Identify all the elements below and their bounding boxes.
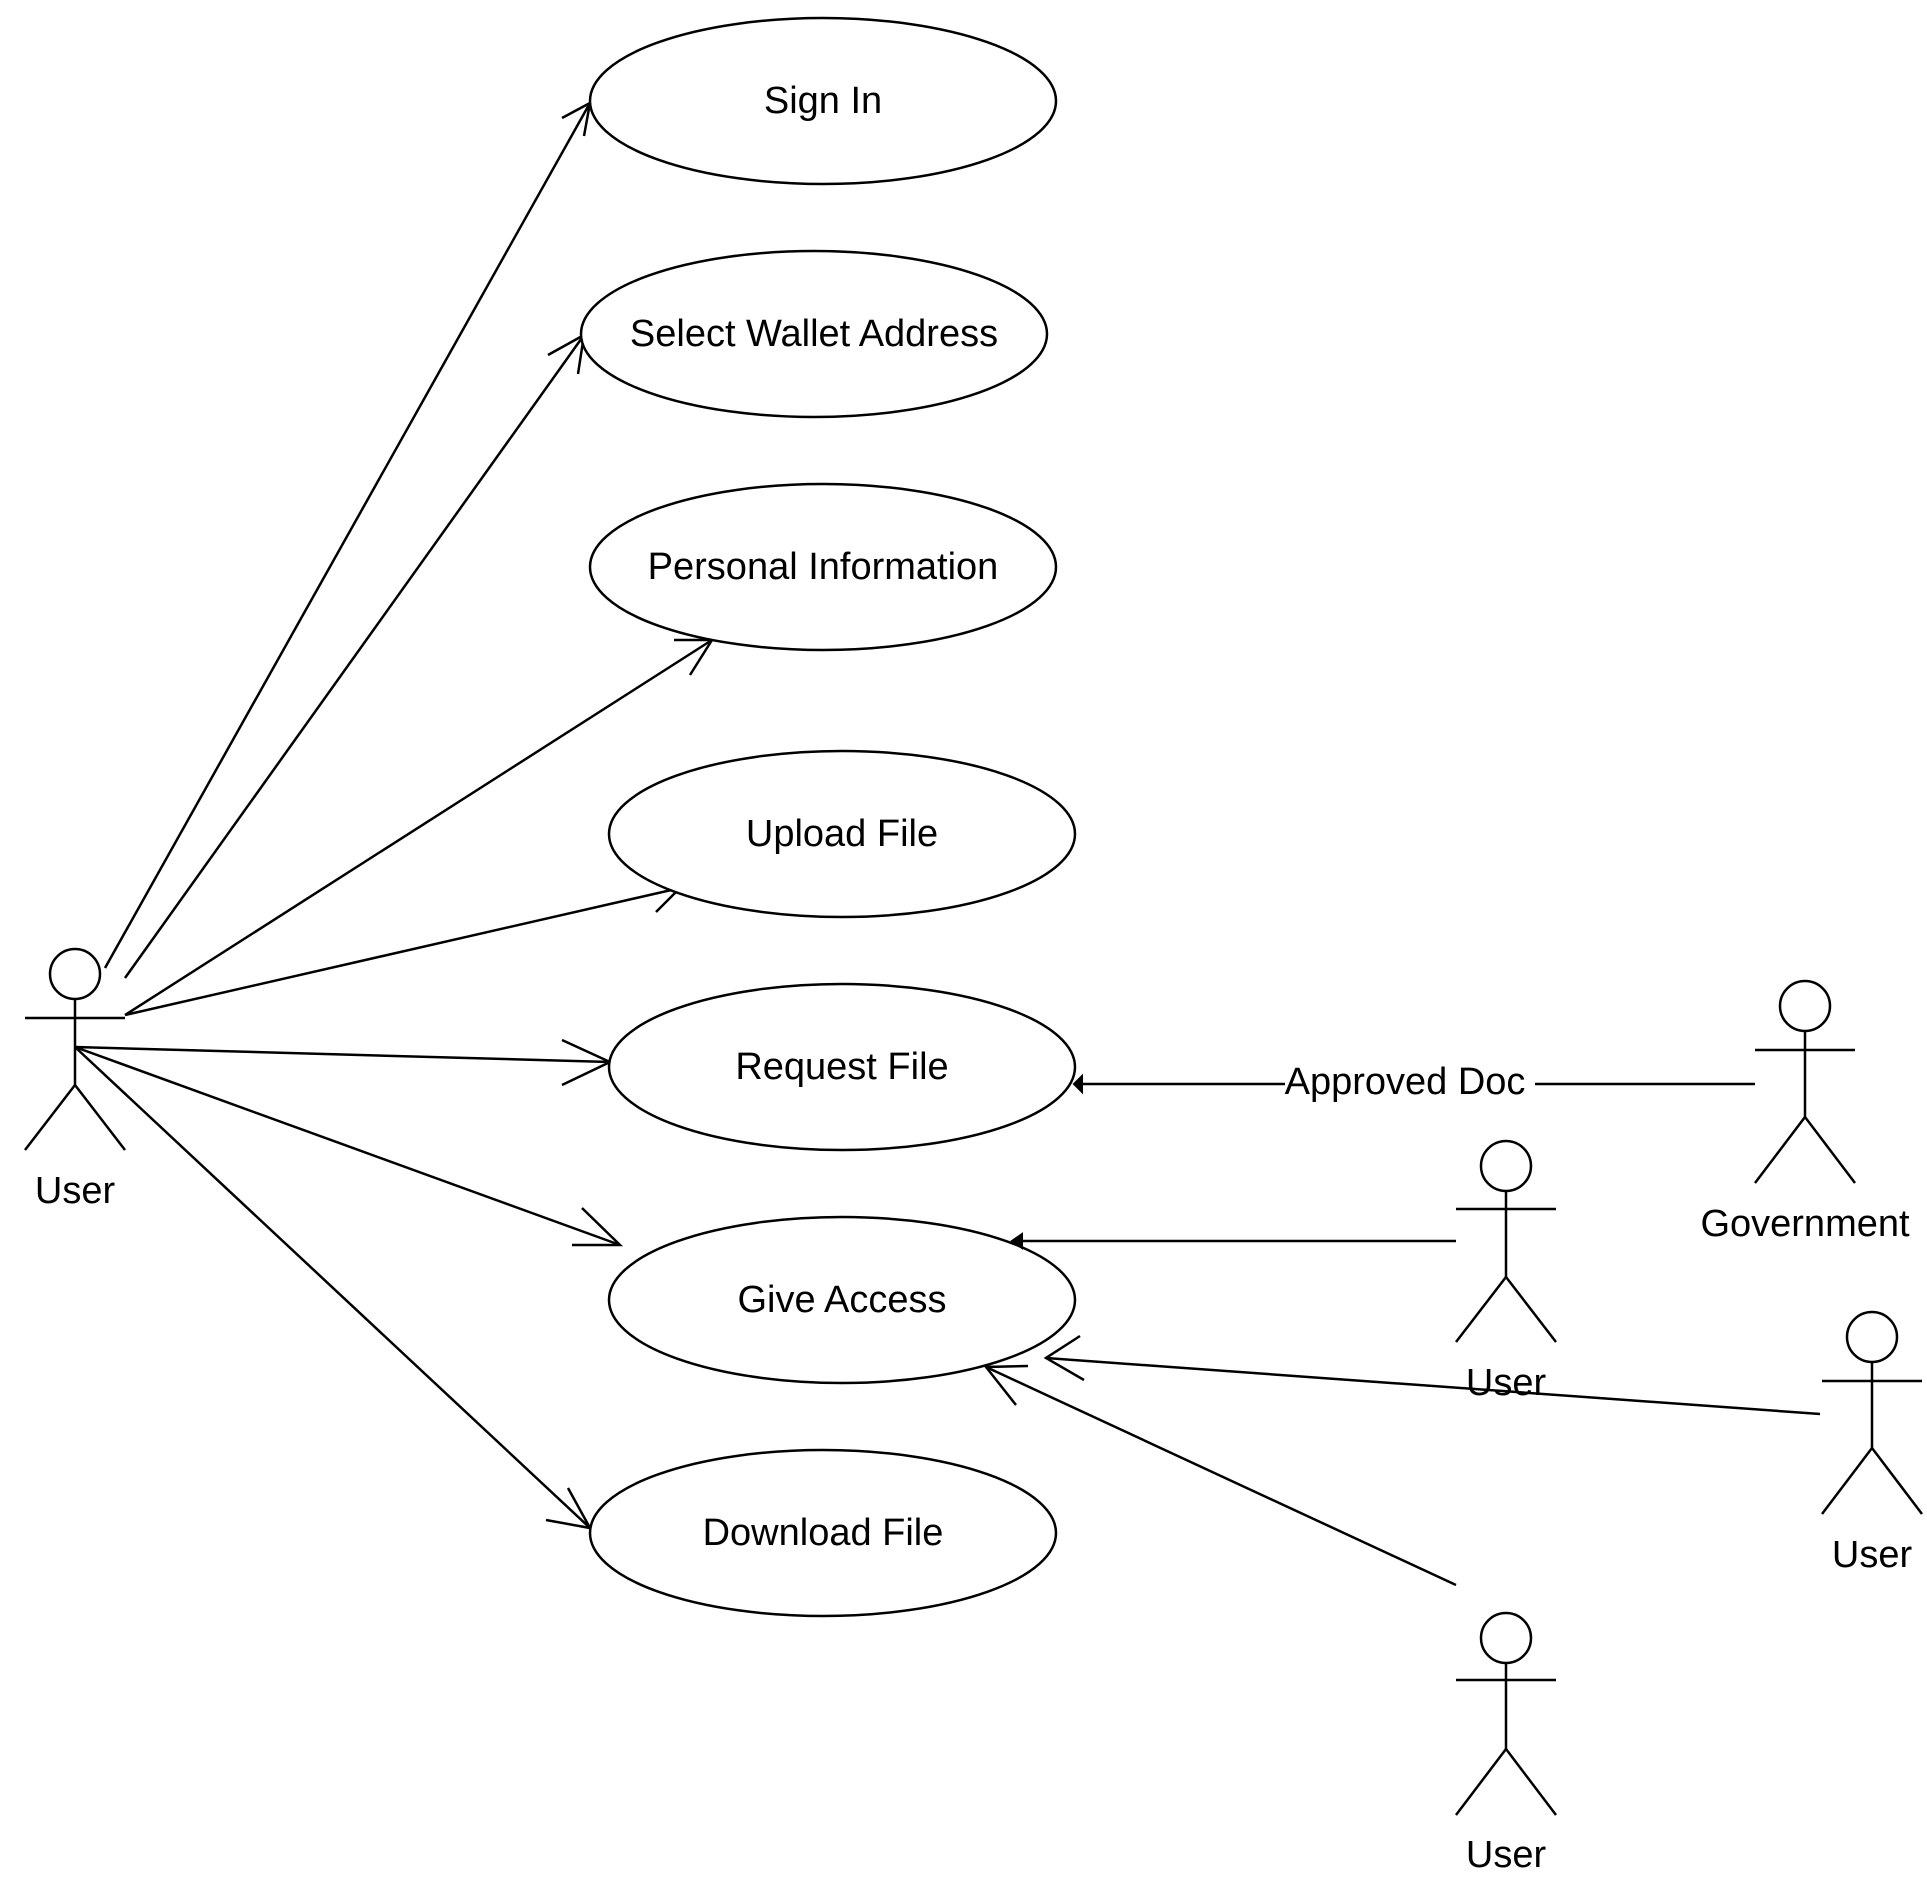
actor-user-a-label: User <box>1466 1362 1547 1404</box>
use-case-sign-in-label: Sign In <box>764 80 882 122</box>
user-a-association <box>1010 1232 1456 1250</box>
user-b-association <box>1043 1334 1821 1416</box>
assoc-select-wallet <box>123 332 586 979</box>
use-case-personal-information: Personal Information <box>588 482 1058 652</box>
assoc-download-file <box>74 1046 593 1530</box>
actor-government-label: Government <box>1700 1203 1910 1245</box>
actor-government-icon <box>1754 979 1856 1184</box>
approved-doc-label: Approved Doc <box>1285 1061 1526 1103</box>
actor-main-user-icon <box>24 947 126 1151</box>
actor-user-a-icon <box>1455 1139 1557 1343</box>
use-case-personal-information-label: Personal Information <box>648 546 999 588</box>
actor-government: Government <box>1700 979 1910 1245</box>
assoc-request-file <box>74 1038 613 1087</box>
assoc-give-access <box>74 1045 624 1247</box>
use-case-upload-file-label: Upload File <box>746 813 938 855</box>
use-case-give-access: Give Access <box>607 1215 1077 1385</box>
actor-user-b-icon <box>1821 1310 1923 1515</box>
use-case-select-wallet-address-label: Select Wallet Address <box>630 313 998 355</box>
assoc-upload-file <box>124 878 683 1017</box>
actor-main-user: User <box>24 947 126 1212</box>
user-c-association <box>983 1364 1457 1587</box>
use-case-select-wallet-address: Select Wallet Address <box>579 249 1049 419</box>
use-case-download-file: Download File <box>588 1448 1058 1618</box>
actor-user-c-icon <box>1455 1611 1557 1816</box>
use-case-request-file: Request File <box>607 982 1077 1152</box>
actor-user-c-label: User <box>1466 1834 1547 1876</box>
government-association: Approved Doc <box>1072 1061 1755 1103</box>
assoc-sign-in <box>103 100 592 969</box>
use-case-sign-in: Sign In <box>588 16 1058 186</box>
use-case-give-access-label: Give Access <box>737 1279 946 1321</box>
use-case-download-file-label: Download File <box>703 1512 944 1554</box>
actor-user-b-label: User <box>1832 1534 1913 1576</box>
actor-user-c: User <box>1455 1611 1557 1876</box>
actor-user-a: User <box>1455 1139 1557 1404</box>
use-case-request-file-label: Request File <box>735 1046 948 1088</box>
actor-main-user-label: User <box>35 1170 116 1212</box>
actor-user-b: User <box>1821 1310 1923 1576</box>
use-case-upload-file: Upload File <box>607 749 1077 919</box>
